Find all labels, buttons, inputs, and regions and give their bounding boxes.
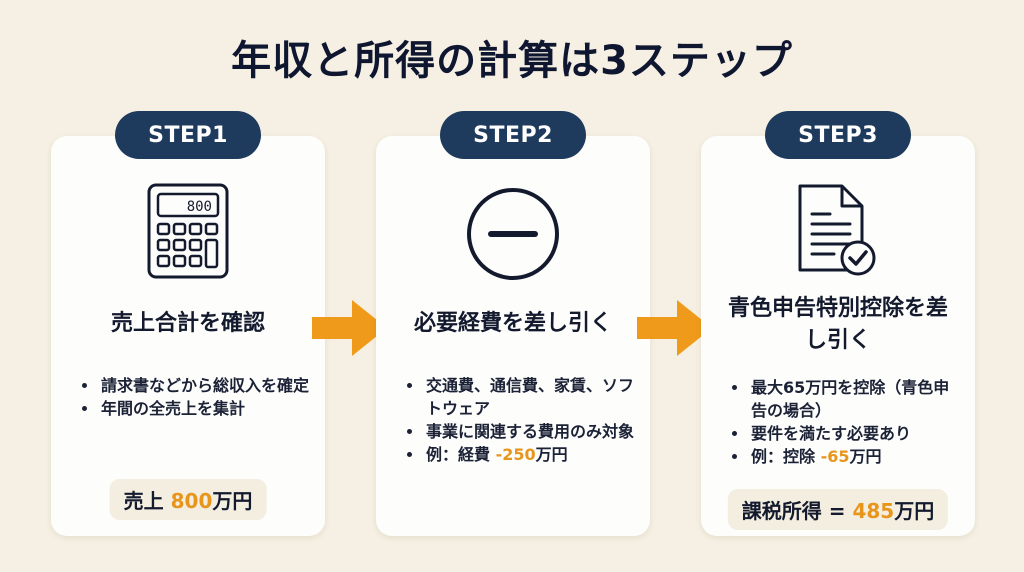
bullet-item: 例：控除 -65万円 bbox=[749, 445, 961, 468]
step-card-2: STEP2 必要経費を差し引く 交通費、通信費、家賃、ソフトウェア 事業に関連す… bbox=[376, 111, 650, 536]
step-heading: 売上合計を確認 bbox=[110, 311, 265, 336]
result-unit: 万円 bbox=[212, 489, 253, 513]
step-badge: STEP2 bbox=[440, 111, 586, 159]
page-title: 年収と所得の計算は3ステップ bbox=[231, 38, 793, 84]
result-value: 485 bbox=[852, 499, 895, 523]
bullet-item: 事業に関連する費用のみ対象 bbox=[424, 420, 636, 443]
result-label: 売上 bbox=[123, 489, 171, 513]
step-badge: STEP3 bbox=[765, 111, 911, 159]
step-heading: 必要経費を差し引く bbox=[413, 311, 612, 336]
step-heading: 青色申告特別控除を差し引く bbox=[701, 293, 975, 357]
bullet-item: 年間の全売上を集計 bbox=[99, 397, 311, 420]
result-box: 課税所得 = 485万円 bbox=[727, 489, 949, 530]
step-card-3: STEP3 青色申告特別控除を差し引く 最大65万円を控除（青色申告の場合） 要… bbox=[701, 111, 975, 536]
step-bullets: 交通費、通信費、家賃、ソフトウェア 事業に関連する費用のみ対象 例：経費 -25… bbox=[408, 374, 636, 466]
step-heading-text: 青色申告特別控除を差し引く bbox=[727, 296, 948, 353]
calculator-display: 800 bbox=[187, 199, 212, 215]
result-unit: 万円 bbox=[894, 499, 935, 523]
result-box: 売上 800万円 bbox=[109, 479, 267, 520]
example-label: 例：控除 bbox=[751, 447, 821, 466]
example-value: -65 bbox=[820, 447, 850, 466]
result-value: 800 bbox=[170, 489, 213, 513]
calculator-icon: 800 bbox=[146, 182, 230, 284]
step-bullets: 請求書などから総収入を確定 年間の全売上を集計 bbox=[83, 374, 311, 420]
document-check-icon bbox=[796, 182, 880, 282]
bullet-item: 例：経費 -250万円 bbox=[424, 443, 636, 466]
arrow-right-icon bbox=[637, 300, 713, 360]
example-unit: 万円 bbox=[535, 445, 568, 464]
bullet-item: 請求書などから総収入を確定 bbox=[99, 374, 311, 397]
step-badge: STEP1 bbox=[115, 111, 261, 159]
example-unit: 万円 bbox=[849, 447, 882, 466]
bullet-item: 交通費、通信費、家賃、ソフトウェア bbox=[424, 374, 636, 420]
minus-circle-icon bbox=[465, 186, 561, 286]
example-label: 例：経費 bbox=[426, 445, 496, 464]
result-label: 課税所得 = bbox=[741, 499, 853, 523]
step-card-1: STEP1 800 売上合計を確認 請求書などから総収入を確定 年間の全売上を集… bbox=[51, 111, 325, 536]
bullet-item: 要件を満たす必要あり bbox=[749, 422, 961, 445]
bullet-item: 最大65万円を控除（青色申告の場合） bbox=[749, 376, 961, 422]
step-bullets: 最大65万円を控除（青色申告の場合） 要件を満たす必要あり 例：控除 -65万円 bbox=[733, 376, 961, 468]
arrow-right-icon bbox=[312, 300, 388, 360]
example-value: -250 bbox=[495, 445, 536, 464]
